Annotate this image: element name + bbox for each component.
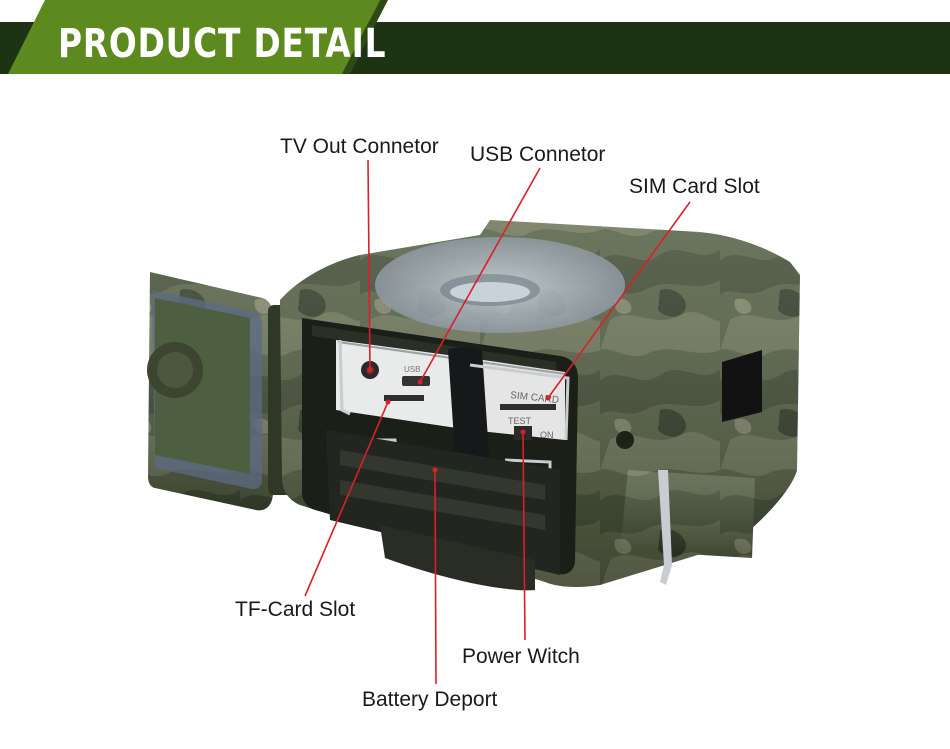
header-tab xyxy=(0,0,388,74)
test-mark: TEST xyxy=(508,416,532,426)
camera-body: USB SIM CARD TEST ON xyxy=(280,220,800,591)
callout-usb: USB Connetor xyxy=(470,143,606,166)
callout-battery: Battery Deport xyxy=(362,688,498,711)
page-title: PRODUCT DETAIL xyxy=(58,21,387,67)
sim-card-mark: SIM CARD xyxy=(510,390,560,406)
callout-tv-out: TV Out Connetor xyxy=(280,135,439,158)
tv-out-line xyxy=(367,159,371,371)
side-door xyxy=(147,272,292,511)
usb-line xyxy=(419,167,541,383)
power-line xyxy=(522,431,526,641)
callout-dots xyxy=(367,367,551,473)
callout-power-switch: Power Witch xyxy=(462,645,580,668)
callout-lines xyxy=(304,159,691,685)
usb-mark: USB xyxy=(404,365,420,374)
battery-line xyxy=(434,469,437,685)
sim-line xyxy=(547,201,691,399)
on-mark: ON xyxy=(540,430,554,440)
callout-tf-card-slot: TF-Card Slot xyxy=(235,598,356,621)
callout-sim-slot: SIM Card Slot xyxy=(629,175,760,198)
mounting-strap xyxy=(620,470,755,585)
tf-card-line xyxy=(304,401,389,597)
